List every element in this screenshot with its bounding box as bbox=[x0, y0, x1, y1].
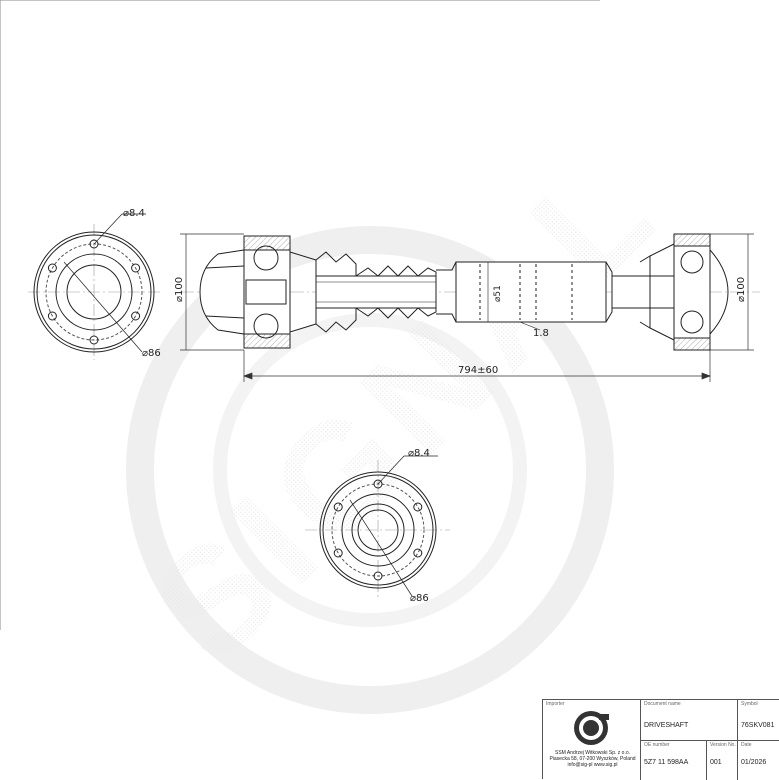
flange-dimension-lines bbox=[180, 233, 754, 382]
dim-tube-diameter: ⌀51 bbox=[493, 285, 503, 302]
oe-cell: OE number 5Z7 11 598AA bbox=[640, 740, 706, 780]
date-cell: Date 01/2026 bbox=[737, 740, 779, 780]
symbol-value: 76SKV081 bbox=[741, 722, 775, 729]
title-block: Importer SSM Andrzej Witkowski Sp. z o.o… bbox=[542, 699, 779, 780]
doc-name-value: DRIVESHAFT bbox=[644, 722, 689, 729]
shaft-side-view bbox=[180, 233, 760, 351]
left-flange-view bbox=[28, 213, 160, 360]
date-value: 01/2026 bbox=[741, 759, 767, 766]
dim-pcd-bottom: ⌀86 bbox=[410, 593, 429, 604]
dim-wall-thickness: 1.8 bbox=[533, 328, 549, 339]
dim-flange-right: ⌀100 bbox=[736, 277, 747, 302]
version-value: 001 bbox=[710, 759, 722, 766]
bolt-holes bbox=[47, 239, 141, 345]
importer-label: Importer bbox=[546, 701, 565, 707]
oe-value: 5Z7 11 598AA bbox=[644, 759, 689, 766]
symbol-cell: Symbol 76SKV081 bbox=[737, 700, 779, 740]
symbol-label: Symbol bbox=[741, 701, 758, 707]
dim-hole-top: ⌀8.4 bbox=[123, 208, 145, 219]
doc-name-cell: Document name DRIVESHAFT bbox=[640, 700, 737, 740]
oe-label: OE number bbox=[644, 742, 670, 748]
version-label: Version No. bbox=[710, 742, 736, 748]
dim-flange-left: ⌀100 bbox=[174, 277, 185, 302]
dim-overall-length: 794±60 bbox=[458, 365, 498, 376]
watermark-logo: SIGNAL bbox=[120, 122, 691, 714]
doc-name-label: Document name bbox=[644, 701, 681, 707]
date-label: Date bbox=[741, 742, 752, 748]
dim-hole-bottom: ⌀8.4 bbox=[408, 448, 430, 459]
importer-cell: Importer SSM Andrzej Witkowski Sp. z o.o… bbox=[543, 700, 640, 780]
company-line-3: info@sig-pl www.sig.pl bbox=[567, 762, 618, 768]
company-line-1: SSM Andrzej Witkowski Sp. z o.o. bbox=[554, 750, 631, 756]
company-line-2: Piasecka 58, 07-200 Wyszków, Poland bbox=[549, 756, 636, 762]
bottom-flange-view bbox=[305, 455, 450, 600]
bolt-holes bbox=[333, 479, 423, 581]
company-address: SSM Andrzej Witkowski Sp. z o.o. Piaseck… bbox=[545, 750, 640, 768]
company-logo bbox=[574, 711, 609, 745]
version-cell: Version No. 001 bbox=[706, 740, 737, 780]
dim-pcd-top: ⌀86 bbox=[142, 348, 161, 359]
